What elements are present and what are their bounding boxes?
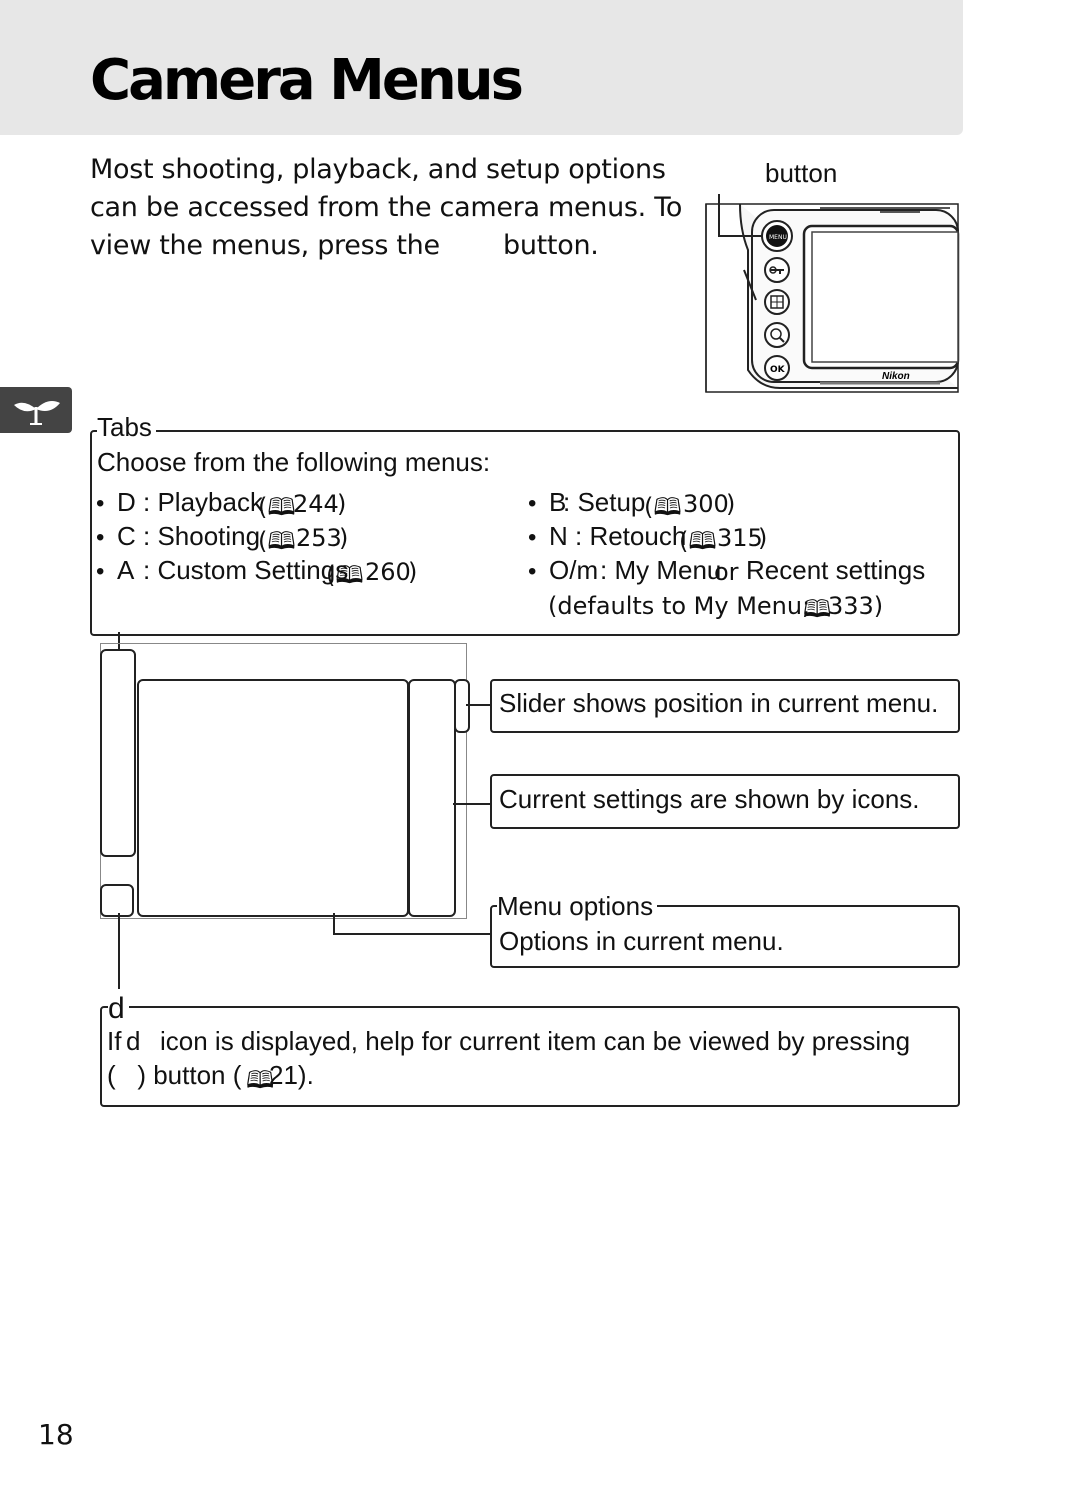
tabs-box xyxy=(90,430,960,636)
bullet: • xyxy=(96,490,105,517)
help-icon-area xyxy=(100,884,134,917)
page-title: Camera Menus xyxy=(90,48,524,113)
paren-close: ) xyxy=(339,524,349,552)
menu-options-label: Menu options xyxy=(497,891,658,922)
retouch-menu-page: 315 xyxy=(717,524,763,552)
connector-line xyxy=(333,913,335,935)
playback-menu-glyph: D xyxy=(117,487,136,517)
menu-tabs-column xyxy=(100,649,136,857)
shooting-menu-page: 253 xyxy=(296,524,342,552)
intro-line-3: view the menus, press the xyxy=(90,230,440,261)
setup-menu-name: : Setup xyxy=(563,487,646,517)
help-page-ref: 21). xyxy=(269,1060,314,1090)
menu-slider xyxy=(454,679,470,733)
book-icon: (🕮 xyxy=(258,527,296,555)
shooting-menu-name: : Shooting xyxy=(143,521,261,551)
paren-close: ) xyxy=(337,490,347,518)
book-icon: (🕮 xyxy=(326,561,364,589)
shooting-menu-glyph: C xyxy=(117,521,136,551)
custom-settings-page: 260 xyxy=(365,558,411,586)
my-menu-page: 333) xyxy=(828,592,884,620)
help-box-label: d xyxy=(108,992,129,1026)
book-icon: (🕮 xyxy=(258,493,296,521)
slider-callout-box xyxy=(490,679,960,733)
menu-options-text: Options in current menu. xyxy=(499,926,784,956)
page-number: 18 xyxy=(38,1418,74,1451)
connector-line xyxy=(118,632,120,650)
playback-menu-name: : Playback xyxy=(143,487,263,517)
connector-line xyxy=(118,913,120,989)
connector-line xyxy=(453,803,490,805)
help-text-prefix: If xyxy=(107,1026,122,1056)
connector-line xyxy=(333,933,490,935)
book-icon: 🕮 xyxy=(803,595,832,623)
menu-options-box xyxy=(490,905,960,968)
setup-menu-glyph: B xyxy=(549,487,567,517)
help-box xyxy=(100,1006,960,1107)
menu-button-icon: MENU xyxy=(769,234,787,241)
ok-button-icon: OK xyxy=(770,365,786,375)
retouch-menu-name: : Retouch xyxy=(575,521,687,551)
header-band xyxy=(0,0,963,135)
paren-close: ) xyxy=(726,490,736,518)
or-text: or xyxy=(714,558,739,586)
custom-settings-name: : Custom Settings xyxy=(143,555,349,585)
tabs-heading: Choose from the following menus: xyxy=(97,447,491,477)
slider-callout-text: Slider shows position in current menu. xyxy=(499,688,939,718)
camera-back-illustration: Nikon MENU OK xyxy=(705,194,960,393)
bullet: • xyxy=(528,558,537,585)
intro-line-1: Most shooting, playback, and setup optio… xyxy=(90,154,666,185)
intro-line-2: can be accessed from the camera menus. T… xyxy=(90,192,683,223)
icons-callout-box xyxy=(490,774,960,829)
menu-options-area xyxy=(137,679,409,917)
paren-close: ) xyxy=(408,558,418,586)
sprout-icon xyxy=(14,401,60,425)
connector-line xyxy=(466,704,490,706)
bullet: • xyxy=(96,524,105,551)
icons-callout-text: Current settings are shown by icons. xyxy=(499,784,920,814)
nikon-logo: Nikon xyxy=(882,371,910,382)
recent-settings-name: Recent settings xyxy=(746,555,926,585)
my-menu-glyph: O/m xyxy=(549,555,599,585)
tabs-box-label: Tabs xyxy=(97,412,156,443)
bullet: • xyxy=(528,490,537,517)
my-menu-name: : My Menu xyxy=(600,555,722,585)
bullet: • xyxy=(96,558,105,585)
playback-menu-page: 244 xyxy=(293,490,339,518)
defaults-note: (defaults to My Menu; xyxy=(548,592,811,620)
help-glyph: d xyxy=(126,1026,141,1056)
section-tab xyxy=(0,387,72,433)
paren-close: ) xyxy=(758,524,768,552)
retouch-menu-glyph: N xyxy=(549,521,568,551)
intro-line-3-end: button. xyxy=(503,230,599,261)
settings-icons-column xyxy=(408,679,456,917)
help-text-line1: icon is displayed, help for current item… xyxy=(160,1026,911,1056)
bullet: • xyxy=(528,524,537,551)
menu-button-caption: button xyxy=(765,158,838,188)
book-icon: (🕮 xyxy=(644,493,682,521)
setup-menu-page: 300 xyxy=(683,490,729,518)
book-icon: (🕮 xyxy=(679,527,717,555)
help-text-line2: ( ) button ( xyxy=(107,1060,242,1090)
custom-settings-glyph: A xyxy=(117,555,135,585)
book-icon: 🕮 xyxy=(246,1066,275,1094)
